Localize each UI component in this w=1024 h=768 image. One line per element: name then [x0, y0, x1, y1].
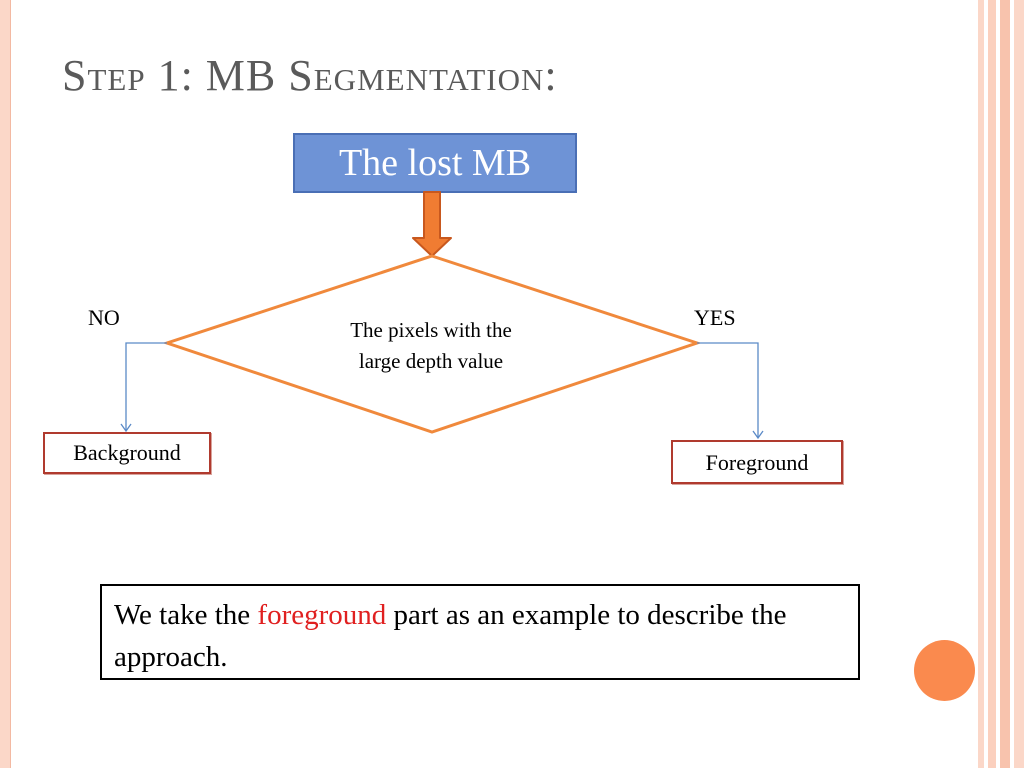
yes-branch-connector	[697, 342, 759, 438]
right-border-stripes	[978, 0, 1024, 768]
lost-mb-box: The lost MB	[293, 133, 577, 193]
left-border-stripe	[0, 0, 11, 768]
no-branch-arrowhead	[120, 423, 132, 433]
yes-branch-arrowhead	[752, 430, 764, 440]
note-text-before: We take the	[114, 599, 258, 631]
note-box: We take the foreground part as an exampl…	[100, 584, 860, 680]
decision-text-line1: The pixels with the	[350, 318, 512, 342]
decision-diamond	[162, 254, 702, 434]
slide-title: Step 1: MB Segmentation:	[62, 51, 558, 100]
background-box: Background	[43, 432, 211, 474]
note-text-after: part as an example to describe the appro…	[114, 599, 787, 673]
down-arrow-icon	[412, 191, 452, 257]
no-branch-connector	[125, 342, 167, 431]
decision-text: The pixels with the large depth value	[296, 315, 566, 377]
note-highlight: foreground	[257, 599, 387, 631]
decorative-circle	[914, 640, 975, 701]
foreground-box: Foreground	[671, 440, 843, 484]
no-label: NO	[88, 305, 120, 330]
decision-text-line2: large depth value	[358, 349, 504, 373]
yes-label: YES	[694, 305, 736, 330]
